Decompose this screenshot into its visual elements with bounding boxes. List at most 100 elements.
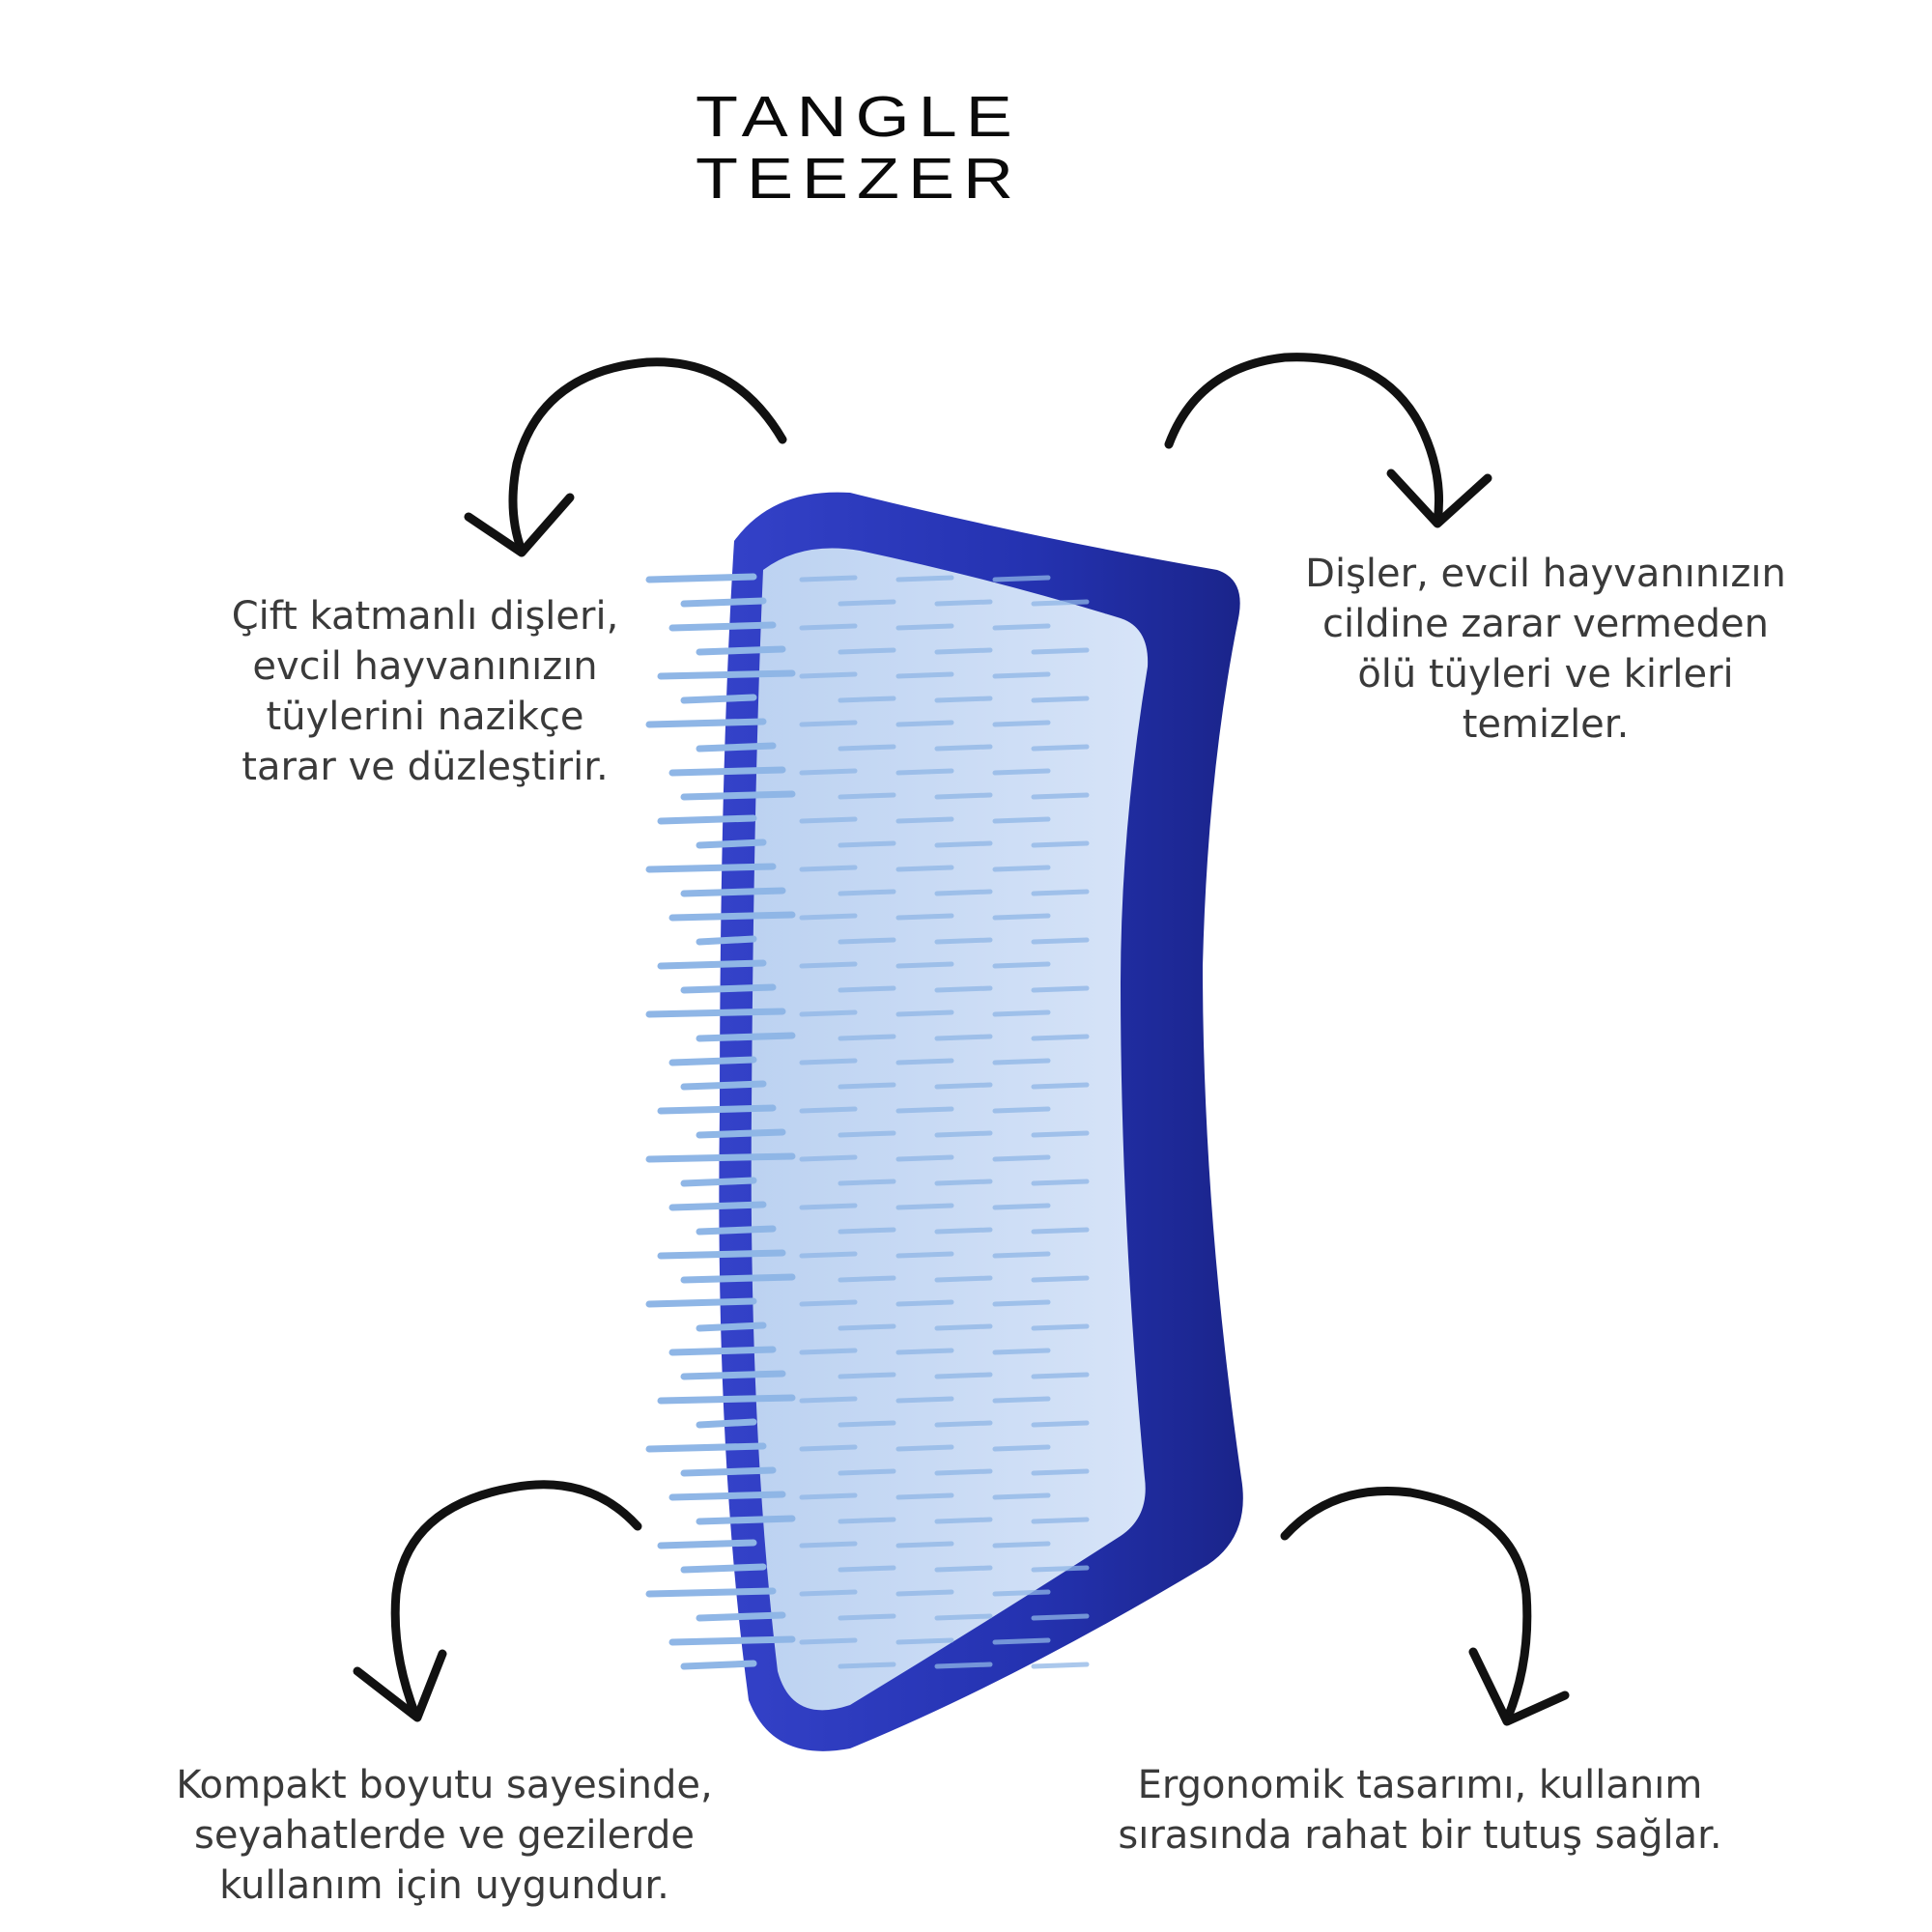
bristle [657,1394,796,1405]
bristle [934,1275,993,1283]
bristle [934,1034,993,1041]
bristle [934,840,993,848]
bristle [1031,1034,1090,1041]
bristle [696,1321,767,1332]
bristle [645,1587,777,1598]
bristle [934,1130,993,1138]
bristle [992,1444,1051,1452]
bristle [895,1154,954,1162]
bristle [799,1492,858,1500]
bristle [696,1128,786,1139]
bristle [838,1034,896,1041]
bristle [838,889,896,896]
bristle [992,1251,1051,1259]
bristle [799,720,858,727]
bristle [1031,1323,1090,1331]
bristle [895,1589,954,1597]
bristle [680,790,796,801]
bristle [934,1613,993,1621]
bristle [895,1492,954,1500]
caption-gentle-cleaning: Dişler, evcil hayvanınızın cildine zarar… [1305,552,1786,747]
bristle [696,1418,757,1429]
bristle [1031,1517,1090,1524]
bristle [680,983,777,994]
bristle [895,865,954,872]
bristle [680,1080,767,1091]
bristle [1031,599,1090,607]
bristle [1031,1420,1090,1428]
bristle [934,1082,993,1090]
bristle [668,621,777,632]
bristle [838,792,896,800]
bristle [838,840,896,848]
bristle [799,1589,858,1597]
bristle [696,645,786,656]
bristle [895,1299,954,1307]
bristle [668,1201,767,1211]
bristle [657,1104,777,1115]
brand-logo: TANGLE TEEZER [696,89,1188,215]
bristle [680,694,757,704]
bristle [838,696,896,703]
bristle [992,1637,1051,1645]
bristle [934,1517,993,1524]
bristle [1031,1468,1090,1476]
brand-logo-line2: TEEZER [696,147,1023,212]
bristle [799,1541,858,1548]
bristle [934,985,993,993]
bristle [992,575,1051,582]
bristle [934,1179,993,1186]
bristle [838,744,896,752]
bristle [992,865,1051,872]
bristle [838,1179,896,1186]
bristle [838,1372,896,1379]
bristle [895,1058,954,1065]
bristle [934,599,993,607]
bristle [838,1420,896,1428]
bristle [657,814,757,825]
bristle [645,1008,786,1018]
curved-arrow-icon [1164,353,1492,528]
bristle [934,1662,993,1669]
bristle [645,1442,767,1453]
bristle [934,647,993,655]
bristle [799,575,858,582]
bristle [992,1299,1051,1307]
bristle [838,1130,896,1138]
bristle [799,623,858,631]
bristle [934,1565,993,1573]
bristle [992,1541,1051,1548]
bristle [992,623,1051,631]
bristle [1031,937,1090,945]
bristle [680,1466,777,1477]
bristle [1031,1613,1090,1621]
bristle [992,1589,1051,1597]
bristle [696,1611,786,1622]
bristle [1031,1227,1090,1235]
bristle [934,792,993,800]
bristle [668,1491,786,1501]
bristle [1031,1662,1090,1669]
bristle [799,1396,858,1404]
bristle [895,1203,954,1210]
bristle [895,575,954,582]
curved-arrow-icon [1280,1486,1570,1726]
bristle [680,887,786,897]
bristle [696,1515,796,1525]
bristle [895,671,954,679]
bristle [680,1370,786,1380]
bristle [645,573,757,583]
brush-pad [751,548,1149,1711]
bristle [680,1660,757,1670]
bristle [934,1420,993,1428]
bristle [895,1251,954,1259]
bristle [838,1662,896,1669]
bristle [1031,1179,1090,1186]
bristle [838,1323,896,1331]
bristle [1031,744,1090,752]
bristle [799,1251,858,1259]
bristle [1031,1082,1090,1090]
bristle [895,1009,954,1017]
